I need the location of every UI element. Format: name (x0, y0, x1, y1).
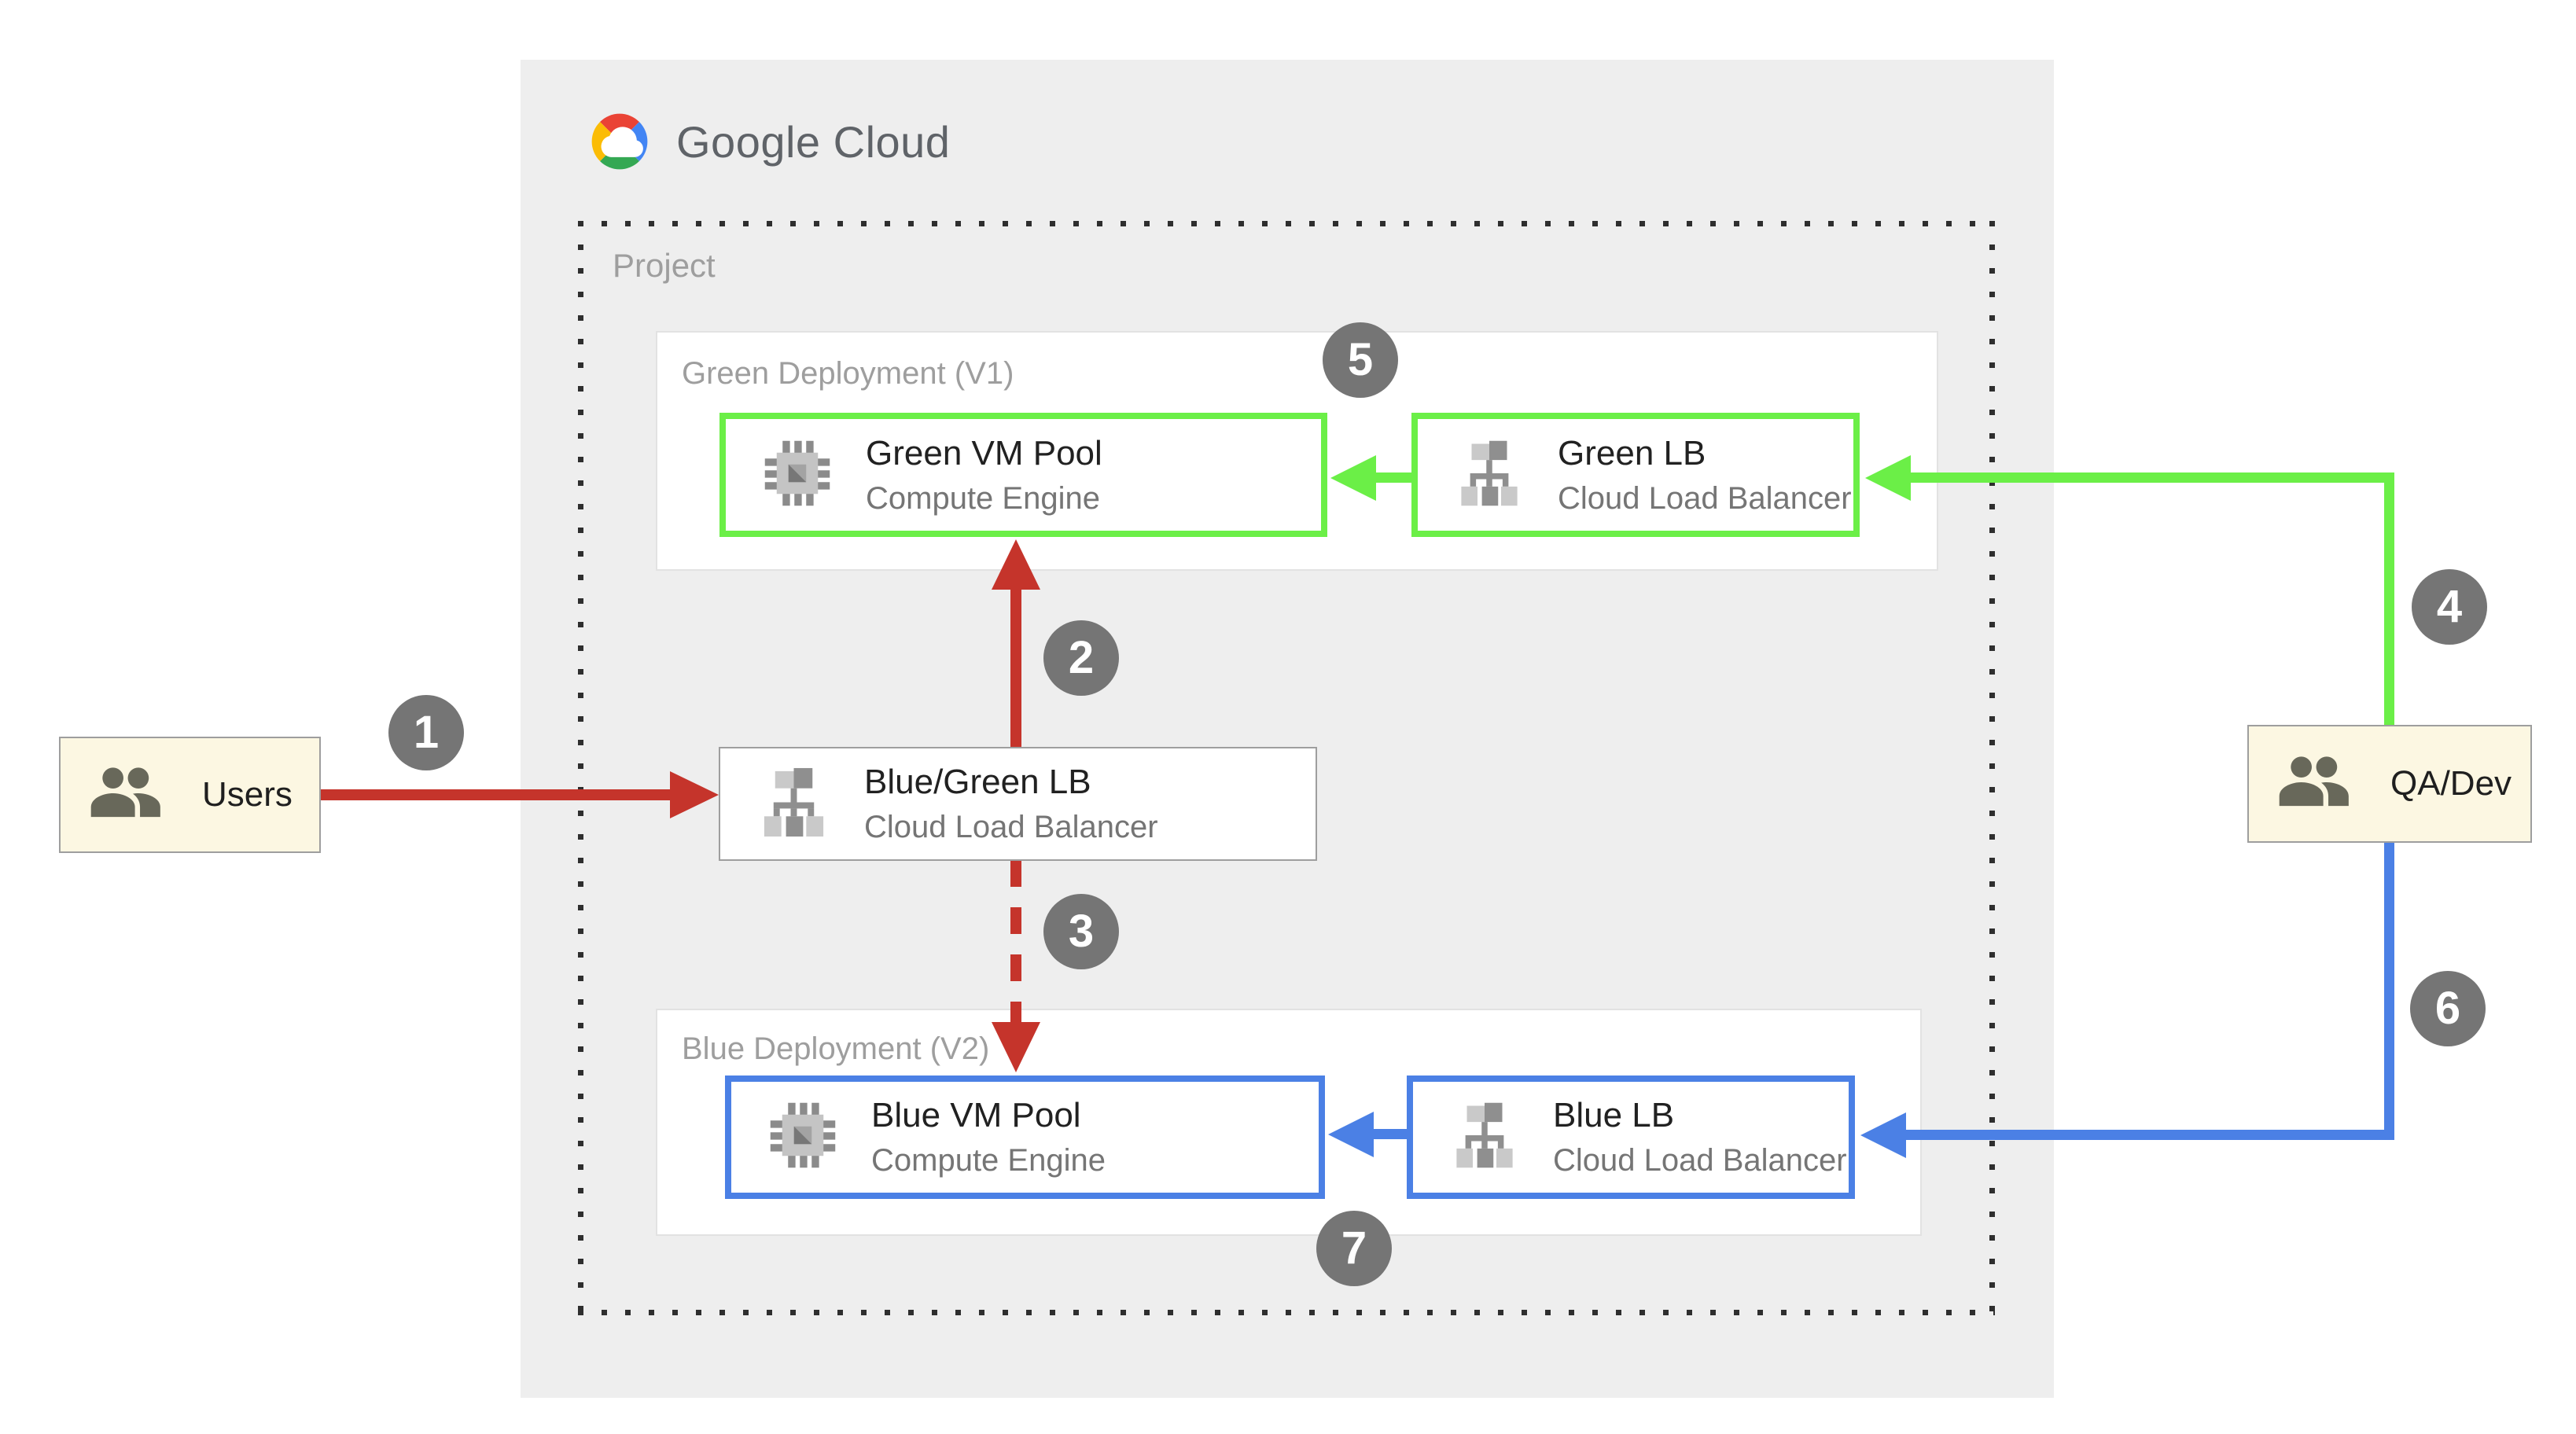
arrow-users-to-router-line (321, 789, 672, 800)
blue-vm-pool-box: Blue VM Pool Compute Engine (725, 1076, 1325, 1199)
blue-lb-subtitle: Cloud Load Balancer (1553, 1143, 1847, 1178)
compute-engine-icon (762, 438, 833, 513)
green-vm-pool-title: Green VM Pool (866, 433, 1102, 472)
step-badge-1: 1 (388, 695, 464, 770)
people-icon (2276, 748, 2357, 820)
users-label: Users (202, 775, 293, 814)
qa-to-green-lb-vertical (2384, 472, 2394, 726)
green-vm-pool-subtitle: Compute Engine (866, 480, 1100, 516)
step-badge-6: 6 (2410, 971, 2486, 1046)
qa-to-blue-lb-horizontal (1906, 1130, 2394, 1140)
qa-to-blue-lb-head (1860, 1112, 1906, 1158)
arrow-green-lb-to-vm-line (1376, 472, 1412, 483)
green-lb-box: Green LB Cloud Load Balancer (1411, 413, 1860, 537)
load-balancer-icon (756, 765, 831, 844)
blue-green-lb-subtitle: Cloud Load Balancer (864, 810, 1158, 844)
qa-to-green-lb-head (1865, 455, 1911, 501)
arrow-green-lb-to-vm-head (1330, 455, 1376, 501)
blue-lb-box: Blue LB Cloud Load Balancer (1407, 1076, 1855, 1199)
qa-to-green-lb-horizontal (1911, 472, 2394, 483)
blue-lb-title: Blue LB (1553, 1096, 1675, 1134)
step-badge-4: 4 (2412, 569, 2487, 645)
arrow-router-to-blue-vm-line (1010, 860, 1021, 1024)
arrow-router-to-green-vm-line (1010, 586, 1021, 750)
load-balancer-icon (1454, 438, 1525, 513)
google-cloud-logo: Google Cloud (582, 110, 950, 173)
load-balancer-icon (1449, 1100, 1520, 1175)
blue-deployment-label: Blue Deployment (V2) (682, 1031, 990, 1066)
step-badge-5: 5 (1323, 322, 1398, 398)
arrow-blue-lb-to-vm-head (1328, 1112, 1374, 1157)
arrow-users-to-router-head (670, 771, 719, 818)
blue-green-lb-box: Blue/Green LB Cloud Load Balancer (719, 747, 1317, 861)
step-badge-2: 2 (1043, 620, 1119, 696)
qa-dev-box: QA/Dev (2247, 725, 2532, 843)
blue-vm-pool-title: Blue VM Pool (871, 1096, 1081, 1134)
qa-dev-label: QA/Dev (2390, 764, 2512, 803)
users-box: Users (59, 737, 321, 853)
green-lb-title: Green LB (1558, 433, 1706, 472)
green-vm-pool-box: Green VM Pool Compute Engine (719, 413, 1327, 537)
people-icon (87, 759, 169, 831)
blue-green-lb-title: Blue/Green LB (864, 763, 1091, 801)
google-cloud-icon (582, 111, 657, 172)
step-badge-3: 3 (1043, 894, 1119, 969)
green-deployment-label: Green Deployment (V1) (682, 356, 1014, 391)
arrow-blue-lb-to-vm-line (1374, 1129, 1408, 1139)
compute-engine-icon (767, 1100, 838, 1175)
green-lb-subtitle: Cloud Load Balancer (1558, 480, 1852, 516)
blue-vm-pool-subtitle: Compute Engine (871, 1143, 1106, 1178)
project-label: Project (613, 247, 716, 284)
arrow-router-to-green-vm-head (992, 539, 1040, 590)
arrow-router-to-blue-vm-head (992, 1022, 1040, 1072)
qa-to-blue-lb-vertical (2384, 843, 2394, 1140)
step-badge-7: 7 (1316, 1211, 1392, 1286)
google-cloud-wordmark: Google Cloud (676, 116, 951, 167)
